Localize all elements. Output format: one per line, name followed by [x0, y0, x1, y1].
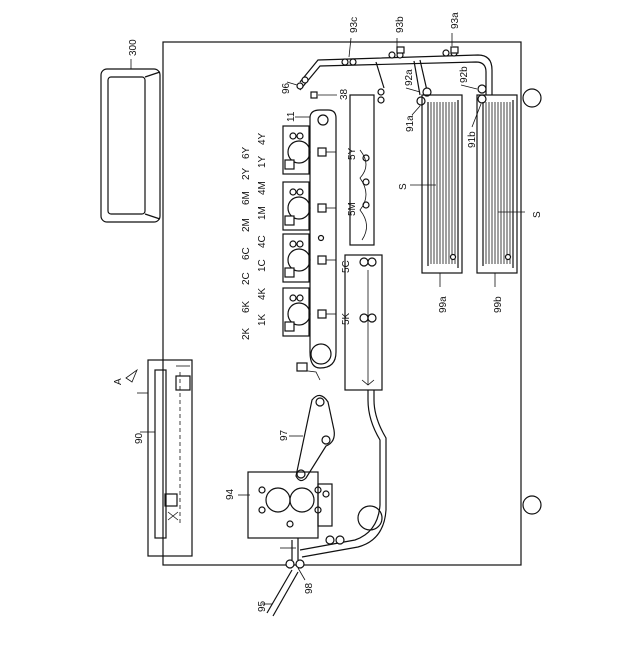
label-computer: 300 — [128, 39, 139, 56]
station-magenta — [283, 182, 336, 230]
conveyance-unit — [345, 95, 382, 390]
label-94: 94 — [225, 488, 236, 500]
label-4c: 4C — [257, 235, 268, 248]
label-scanner: 90 — [134, 432, 145, 444]
label-6y: 6Y — [241, 146, 252, 159]
label-arrow-a: A — [113, 378, 124, 385]
belt-unit-97 — [296, 363, 334, 481]
cassette-99a — [422, 95, 462, 287]
label-92a: 92a — [404, 69, 415, 86]
label-1m: 1M — [257, 206, 268, 220]
label-6c: 6C — [241, 247, 252, 260]
label-91a: 91a — [405, 115, 416, 132]
label-1y: 1Y — [257, 155, 268, 168]
label-sheet-a: S — [398, 183, 409, 190]
label-6m: 6M — [241, 191, 252, 205]
label-4y: 4Y — [257, 132, 268, 145]
label-4m: 4M — [257, 181, 268, 195]
label-2y: 2Y — [241, 167, 252, 180]
label-95: 95 — [257, 600, 268, 612]
station-cyan — [283, 234, 336, 282]
label-1c: 1C — [257, 259, 268, 272]
label-92b: 92b — [459, 66, 470, 83]
label-98: 98 — [304, 582, 315, 594]
cassette-99b — [477, 95, 517, 287]
label-5c: 5C — [341, 260, 352, 273]
side-roller-bottom — [523, 496, 541, 514]
label-2k: 2K — [241, 327, 252, 340]
fixer-94 — [248, 472, 332, 538]
label-93c: 93c — [349, 17, 360, 33]
label-4k: 4K — [257, 287, 268, 300]
label-5y: 5Y — [347, 147, 358, 160]
printer-housing — [163, 42, 521, 565]
label-5k: 5K — [341, 312, 352, 325]
label-99a: 99a — [438, 296, 449, 313]
scanner-90: A 90 — [113, 360, 192, 556]
label-99b: 99b — [493, 296, 504, 313]
label-2c: 2C — [241, 272, 252, 285]
label-93b: 93b — [395, 16, 406, 33]
label-1k: 1K — [257, 313, 268, 326]
label-6k: 6K — [241, 300, 252, 313]
label-2m: 2M — [241, 218, 252, 232]
station-yellow — [283, 126, 336, 174]
label-5m: 5M — [347, 202, 358, 216]
label-91b: 91b — [467, 131, 478, 148]
label-93a: 93a — [450, 12, 461, 29]
label-38: 38 — [339, 88, 350, 100]
label-sheet-b: S — [532, 211, 543, 218]
station-black — [283, 288, 336, 336]
side-roller-top — [523, 89, 541, 107]
label-96: 96 — [281, 82, 292, 94]
label-11: 11 — [286, 111, 297, 122]
computer-300: 300 — [101, 39, 160, 222]
label-97: 97 — [279, 429, 290, 441]
